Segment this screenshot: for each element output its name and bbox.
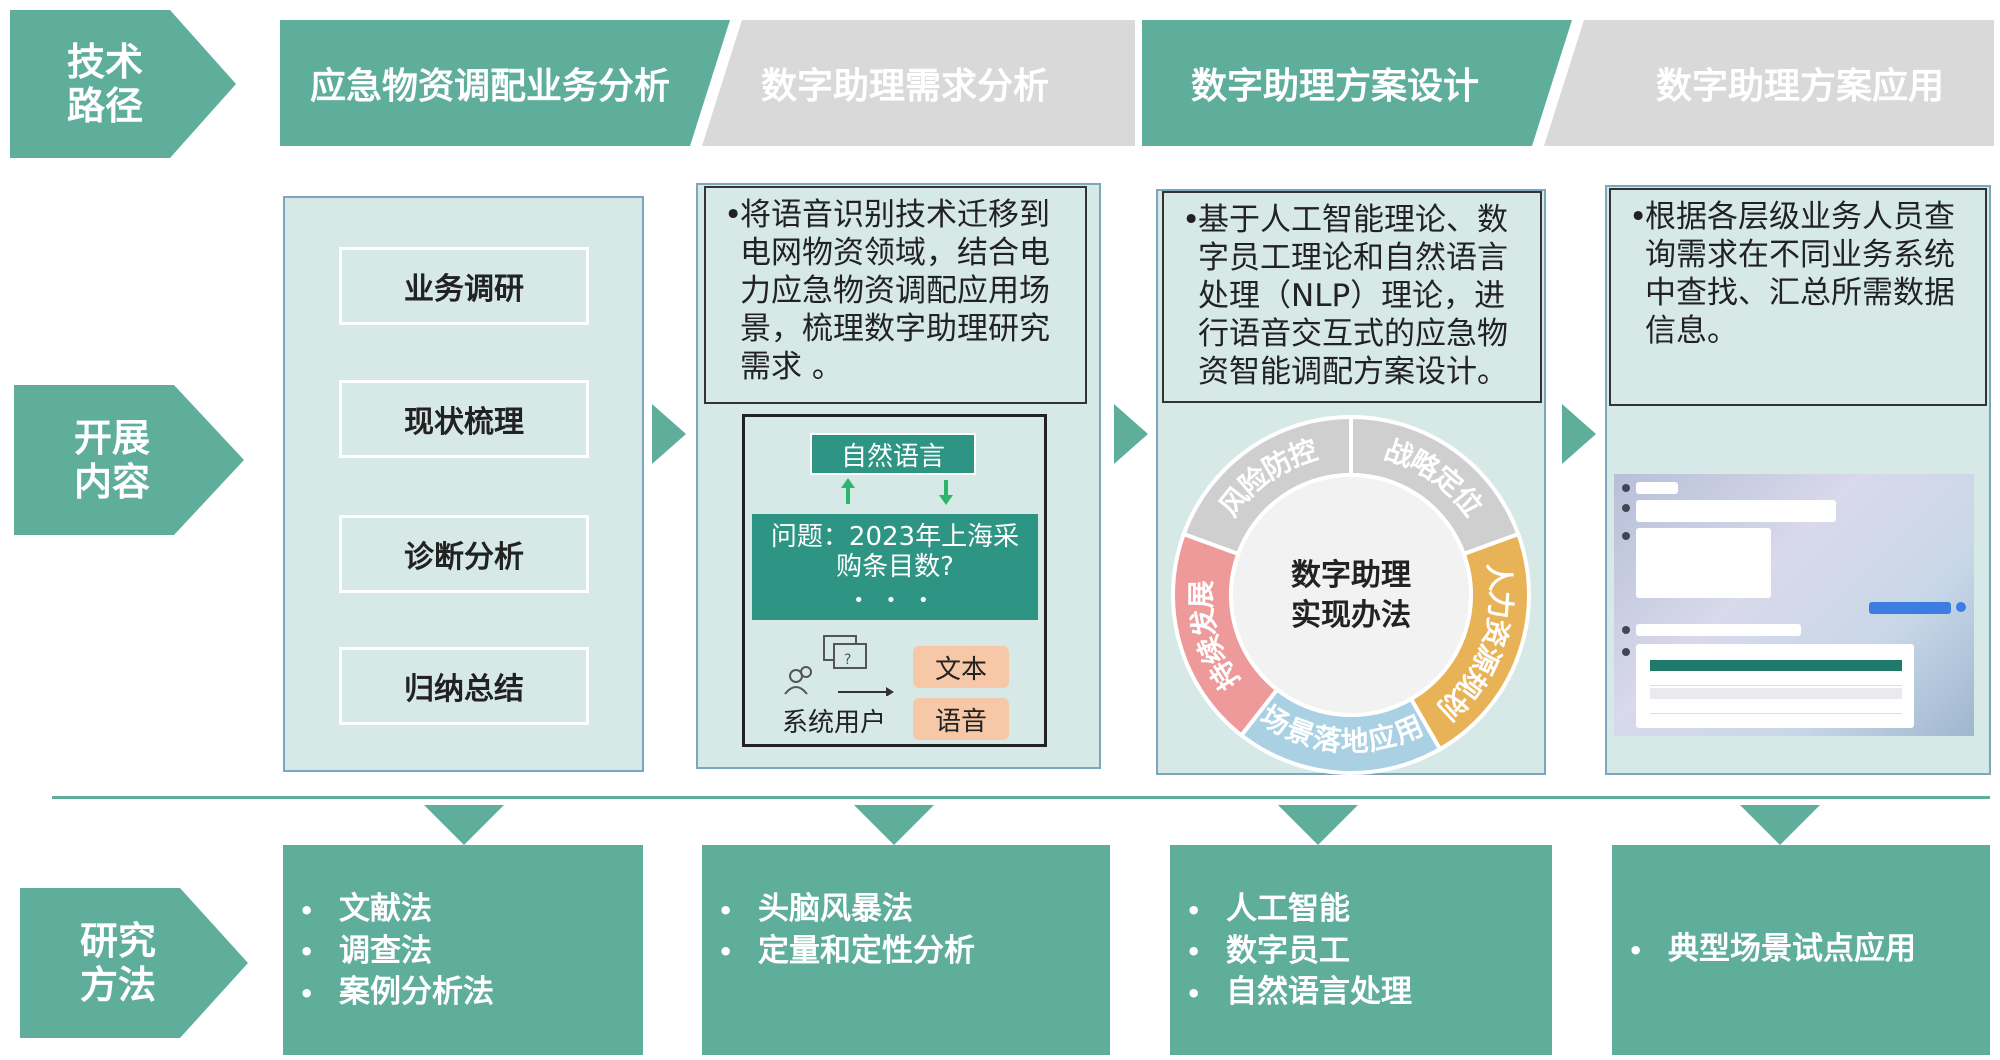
user-chat-icon: ?	[784, 635, 894, 696]
chat-avatar-icon	[1622, 504, 1630, 512]
step-summary: 归纳总结	[339, 647, 589, 725]
method-item: 定量和定性分析	[718, 931, 1110, 973]
step-status-review: 现状梳理	[339, 380, 589, 458]
method-item: 案例分析法	[299, 972, 643, 1014]
stage-1-title: 应急物资调配业务分析	[309, 66, 670, 107]
methods-box-2: 头脑风暴法 定量和定性分析	[702, 845, 1110, 1055]
col2-line-3: 力应急物资调配应用场	[740, 273, 1050, 309]
chat-user-bubble	[1869, 602, 1951, 614]
system-user-label: 系统用户	[782, 708, 887, 738]
down-arrow-1-icon	[424, 805, 504, 845]
strategy-ring: 风险防控战略定位人力资源规划场景落地应用持续发展 数字助理 实现办法	[1171, 414, 1531, 775]
col4-text-box: • 根据各层级业务人员查 询需求在不同业务系统 中查找、汇总所需数据 信息。	[1609, 188, 1987, 406]
question-line-1: 问题：2023年上海采	[770, 522, 1020, 552]
flow-arrow-2-icon	[1114, 404, 1148, 464]
question-ellipsis: • • •	[853, 590, 937, 611]
col4-line-1: 根据各层级业务人员查	[1645, 199, 1955, 235]
row-label-methods-line1: 研究	[79, 919, 156, 963]
method-item: 人工智能	[1186, 889, 1552, 931]
method-item: 调查法	[299, 931, 643, 973]
method-item: 自然语言处理	[1186, 972, 1552, 1014]
row-label-methods-arrow: 研究 方法	[20, 888, 248, 1038]
chat-avatar-icon	[1622, 626, 1630, 634]
down-arrow-4-icon	[1740, 805, 1820, 845]
chat-avatar-icon	[1622, 648, 1630, 656]
chat-table-row	[1650, 674, 1902, 686]
flow-arrow-3-icon	[1562, 404, 1596, 464]
ring-center-line-1: 数字助理	[1291, 558, 1411, 593]
question-box: 问题：2023年上海采 购条目数? • • •	[752, 514, 1038, 620]
col3-line-3: 处理（NLP）理论，进	[1198, 278, 1506, 314]
col3-line-1: 基于人工智能理论、数	[1198, 202, 1508, 238]
section-divider	[52, 796, 1990, 799]
stage-2-title: 数字助理需求分析	[760, 66, 1049, 107]
stage-4-shape	[1544, 20, 1994, 146]
down-arrow-2-icon	[854, 805, 934, 845]
step-diagnosis: 诊断分析	[339, 515, 589, 593]
chat-table-row	[1650, 702, 1902, 714]
stage-1-shape	[280, 20, 730, 146]
col2-line-4: 景，梳理数字助理研究	[740, 311, 1050, 347]
col4-line-3: 中查找、汇总所需数据	[1645, 275, 1955, 311]
down-arrow-3-icon	[1278, 805, 1358, 845]
ring-center-circle	[1229, 473, 1473, 717]
svg-text:?: ?	[844, 652, 851, 668]
methods-box-1: 文献法 调查法 案例分析法	[283, 845, 643, 1055]
row-label-content-line1: 开展	[73, 416, 150, 460]
chat-bubble	[1636, 482, 1678, 494]
stage-3-shape	[1142, 20, 1572, 146]
chat-table-bubble	[1636, 644, 1914, 728]
row-label-tech-path-arrow: 技术 路径	[10, 10, 236, 158]
ring-center-line-2: 实现办法	[1291, 598, 1411, 633]
flow-arrow-1-icon	[652, 404, 686, 464]
chat-avatar-icon	[1622, 484, 1630, 492]
chat-bubble	[1636, 500, 1836, 522]
chat-screenshot-image	[1614, 474, 1974, 736]
updown-arrows-icon	[841, 478, 953, 505]
stage-2-shape	[702, 20, 1135, 146]
text-mode-button: 文本	[913, 646, 1009, 688]
col2-line-1: 将语音识别技术迁移到	[740, 197, 1050, 233]
col2-text-box: • 将语音识别技术迁移到 电网物资领域，结合电 力应急物资调配应用场 景，梳理数…	[704, 186, 1087, 404]
col3-line-5: 资智能调配方案设计。	[1198, 354, 1508, 390]
chat-table-header	[1650, 660, 1902, 671]
col3-text-box: • 基于人工智能理论、数 字员工理论和自然语言 处理（NLP）理论，进 行语音交…	[1162, 191, 1542, 403]
col4-line-4: 信息。	[1645, 313, 1738, 349]
chat-avatar-icon	[1622, 532, 1630, 540]
method-item: 头脑风暴法	[718, 889, 1110, 931]
row-label-content: 开展 内容	[14, 385, 210, 535]
natural-language-box: 自然语言	[810, 433, 976, 475]
col2-bullet: •	[724, 197, 743, 233]
row-label-tech-path-line1: 技术	[66, 40, 143, 84]
method-item: 文献法	[299, 889, 643, 931]
row-label-tech-path-line2: 路径	[66, 84, 143, 128]
row-label-tech-path: 技术 路径	[10, 10, 200, 158]
row-label-methods: 研究 方法	[20, 888, 216, 1038]
stage-3-title: 数字助理方案设计	[1190, 66, 1479, 107]
row-label-content-line2: 内容	[73, 460, 150, 504]
methods-box-4: 典型场景试点应用	[1612, 845, 1990, 1055]
row-label-methods-line2: 方法	[79, 963, 156, 1007]
col3-bullet: •	[1182, 202, 1201, 238]
method-item: 数字员工	[1186, 931, 1552, 973]
col3-line-2: 字员工理论和自然语言	[1198, 240, 1508, 276]
row-label-content-arrow: 开展 内容	[14, 385, 244, 535]
voice-mode-button: 语音	[913, 698, 1009, 740]
chat-suggestion-bubble	[1636, 528, 1771, 598]
chat-bubble	[1636, 624, 1801, 636]
col3-line-4: 行语音交互式的应急物	[1198, 316, 1508, 352]
chat-user-avatar-icon	[1956, 602, 1966, 612]
col4-bullet: •	[1629, 199, 1648, 235]
method-item: 典型场景试点应用	[1628, 929, 1990, 971]
col2-line-2: 电网物资领域，结合电	[740, 235, 1050, 271]
stage-4-title: 数字助理方案应用	[1655, 66, 1944, 107]
question-line-2: 购条目数?	[836, 552, 954, 582]
col2-line-5: 需求 。	[740, 349, 843, 385]
methods-box-3: 人工智能 数字员工 自然语言处理	[1170, 845, 1552, 1055]
step-business-research: 业务调研	[339, 247, 589, 325]
stage-header-band	[280, 20, 1994, 146]
col4-line-2: 询需求在不同业务系统	[1645, 237, 1955, 273]
chat-table-row	[1650, 688, 1902, 699]
